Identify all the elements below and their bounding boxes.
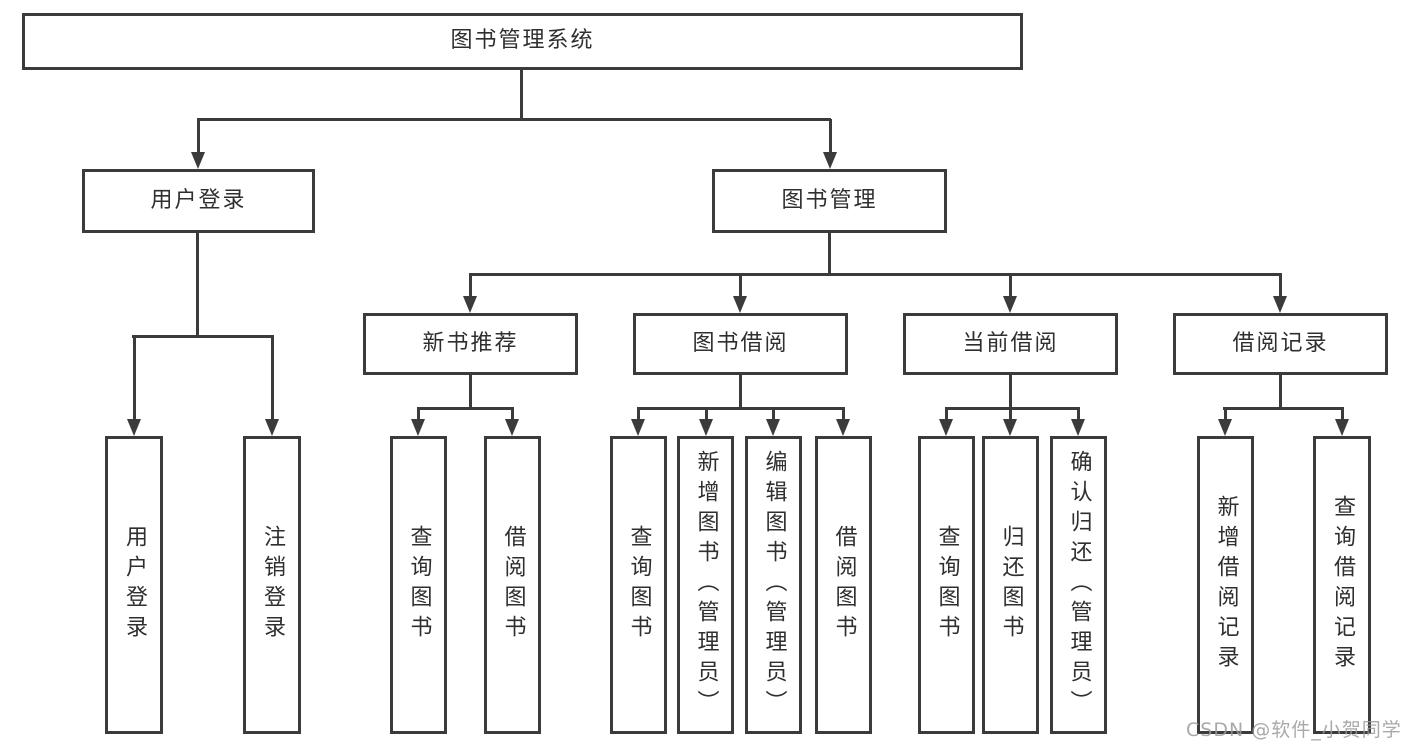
connector-hline [945, 407, 1080, 410]
connector-arrow [1272, 275, 1288, 313]
node-borrow-books: 借阅图书 [815, 436, 872, 734]
node-borrowing-records: 借阅记录 [1173, 313, 1388, 375]
connector-arrow [822, 119, 838, 169]
connector-arrow [1217, 409, 1233, 436]
node-borrow-books: 借阅图书 [484, 436, 541, 734]
node-confirm-return-admin: 确认归还（管理员） [1050, 436, 1107, 734]
connector-arrow [1334, 409, 1350, 436]
node-return-books: 归还图书 [982, 436, 1039, 734]
node-edit-book-admin: 编辑图书（管理员） [745, 436, 802, 734]
connector-vline [520, 70, 523, 118]
connector-vline [196, 233, 199, 335]
node-current-borrowing: 当前借阅 [903, 313, 1118, 375]
connector-vline [469, 375, 472, 407]
node-query-borrow-record: 查询借阅记录 [1313, 436, 1371, 734]
node-book-management: 图书管理 [712, 169, 947, 233]
connector-arrow [190, 119, 206, 169]
node-library-management-system: 图书管理系统 [22, 13, 1023, 70]
watermark: CSDN @软件_小贺同学 [1186, 719, 1402, 741]
connector-arrow [504, 409, 520, 436]
node-query-books: 查询图书 [918, 436, 975, 734]
connector-hline [1223, 407, 1344, 410]
connector-hline [132, 335, 274, 338]
connector-arrow [410, 409, 426, 436]
connector-vline [739, 375, 742, 407]
node-book-borrowing: 图书借阅 [633, 313, 848, 375]
node-new-book-recommendation: 新书推荐 [363, 313, 578, 375]
connector-arrow [732, 275, 748, 313]
node-user-login-leaf: 用户登录 [105, 436, 163, 734]
connector-arrow [630, 409, 646, 436]
connector-hline [637, 407, 845, 410]
connector-arrow [938, 409, 954, 436]
connector-arrow [765, 409, 781, 436]
connector-arrow [698, 409, 714, 436]
connector-arrow [264, 337, 280, 436]
connector-hline [197, 118, 831, 121]
node-add-book-admin: 新增图书（管理员） [677, 436, 734, 734]
connector-vline [828, 233, 831, 273]
connector-vline [1279, 375, 1282, 407]
node-add-borrow-record: 新增借阅记录 [1197, 436, 1254, 734]
connector-arrow [462, 275, 478, 313]
connector-arrow [835, 409, 851, 436]
connector-hline [469, 273, 1282, 276]
connector-hline [417, 407, 514, 410]
node-user-login: 用户登录 [82, 169, 315, 233]
node-logout: 注销登录 [243, 436, 301, 734]
connector-arrow [1002, 275, 1018, 313]
node-query-books: 查询图书 [610, 436, 667, 734]
connector-arrow [1070, 409, 1086, 436]
connector-arrow [1002, 409, 1018, 436]
connector-arrow [126, 337, 142, 436]
node-query-books: 查询图书 [390, 436, 447, 734]
connector-vline [1009, 375, 1012, 407]
